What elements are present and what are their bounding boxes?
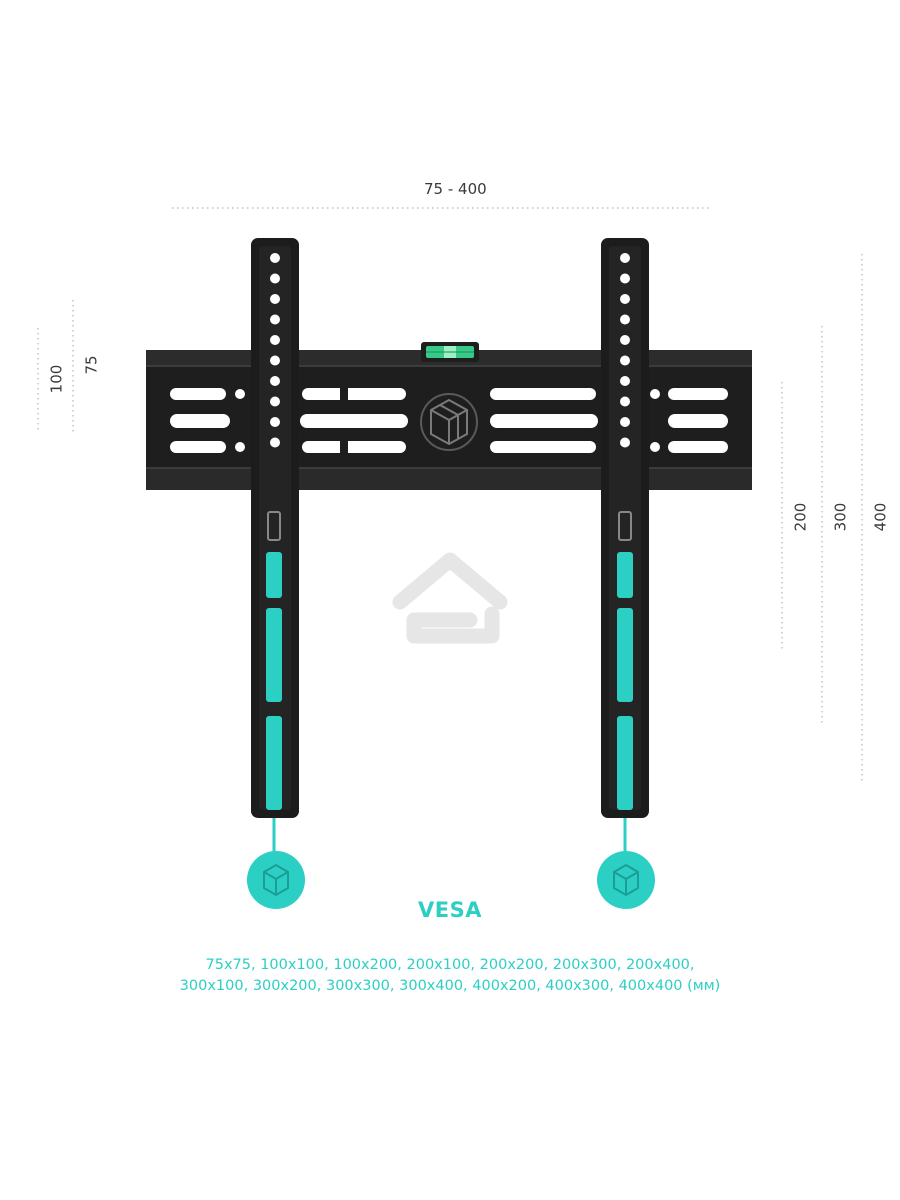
mounting-hole [270, 335, 280, 345]
mounting-hole [620, 294, 630, 304]
mounting-hole [620, 396, 630, 407]
mounting-hole [270, 355, 280, 366]
mounting-hole [270, 314, 280, 325]
dimension-label-300: 300 [831, 502, 850, 532]
dimension-label-400: 400 [871, 502, 890, 532]
mounting-hole [620, 335, 630, 345]
mounting-hole [620, 273, 630, 284]
mounting-hole [620, 417, 630, 427]
right-bracket-arm [601, 238, 649, 852]
mounting-hole [620, 355, 630, 366]
house-watermark-icon [392, 552, 508, 644]
mounting-hole [270, 376, 280, 386]
dimension-label-100: 100 [47, 364, 66, 394]
vesa-sizes-line-1: 75x75, 100x100, 100x200, 200x100, 200x20… [205, 957, 695, 973]
left-bracket-arm [251, 238, 299, 852]
right-badge [597, 851, 655, 909]
cube-logo-icon [263, 863, 289, 897]
mounting-hole [270, 253, 280, 263]
mounting-hole [270, 437, 280, 448]
cube-logo-icon [613, 863, 639, 897]
bubble-level-icon [421, 342, 479, 362]
width-dimension-label: 75 - 400 [424, 180, 487, 198]
mounting-hole [270, 396, 280, 407]
mounting-hole [270, 273, 280, 284]
mounting-hole [270, 294, 280, 304]
cube-logo-icon [420, 393, 478, 451]
left-badge [247, 851, 305, 909]
mounting-hole [620, 437, 630, 448]
vesa-title: VESA [418, 898, 482, 922]
dimension-label-200: 200 [791, 502, 810, 532]
mounting-hole [620, 253, 630, 263]
vesa-sizes-line-2: 300x100, 300x200, 300x300, 300x400, 400x… [179, 978, 721, 994]
mounting-hole [620, 314, 630, 325]
dimension-label-75: 75 [82, 355, 101, 375]
dimension-lines [37, 207, 863, 782]
mounting-hole [620, 376, 630, 386]
mounting-hole [270, 417, 280, 427]
